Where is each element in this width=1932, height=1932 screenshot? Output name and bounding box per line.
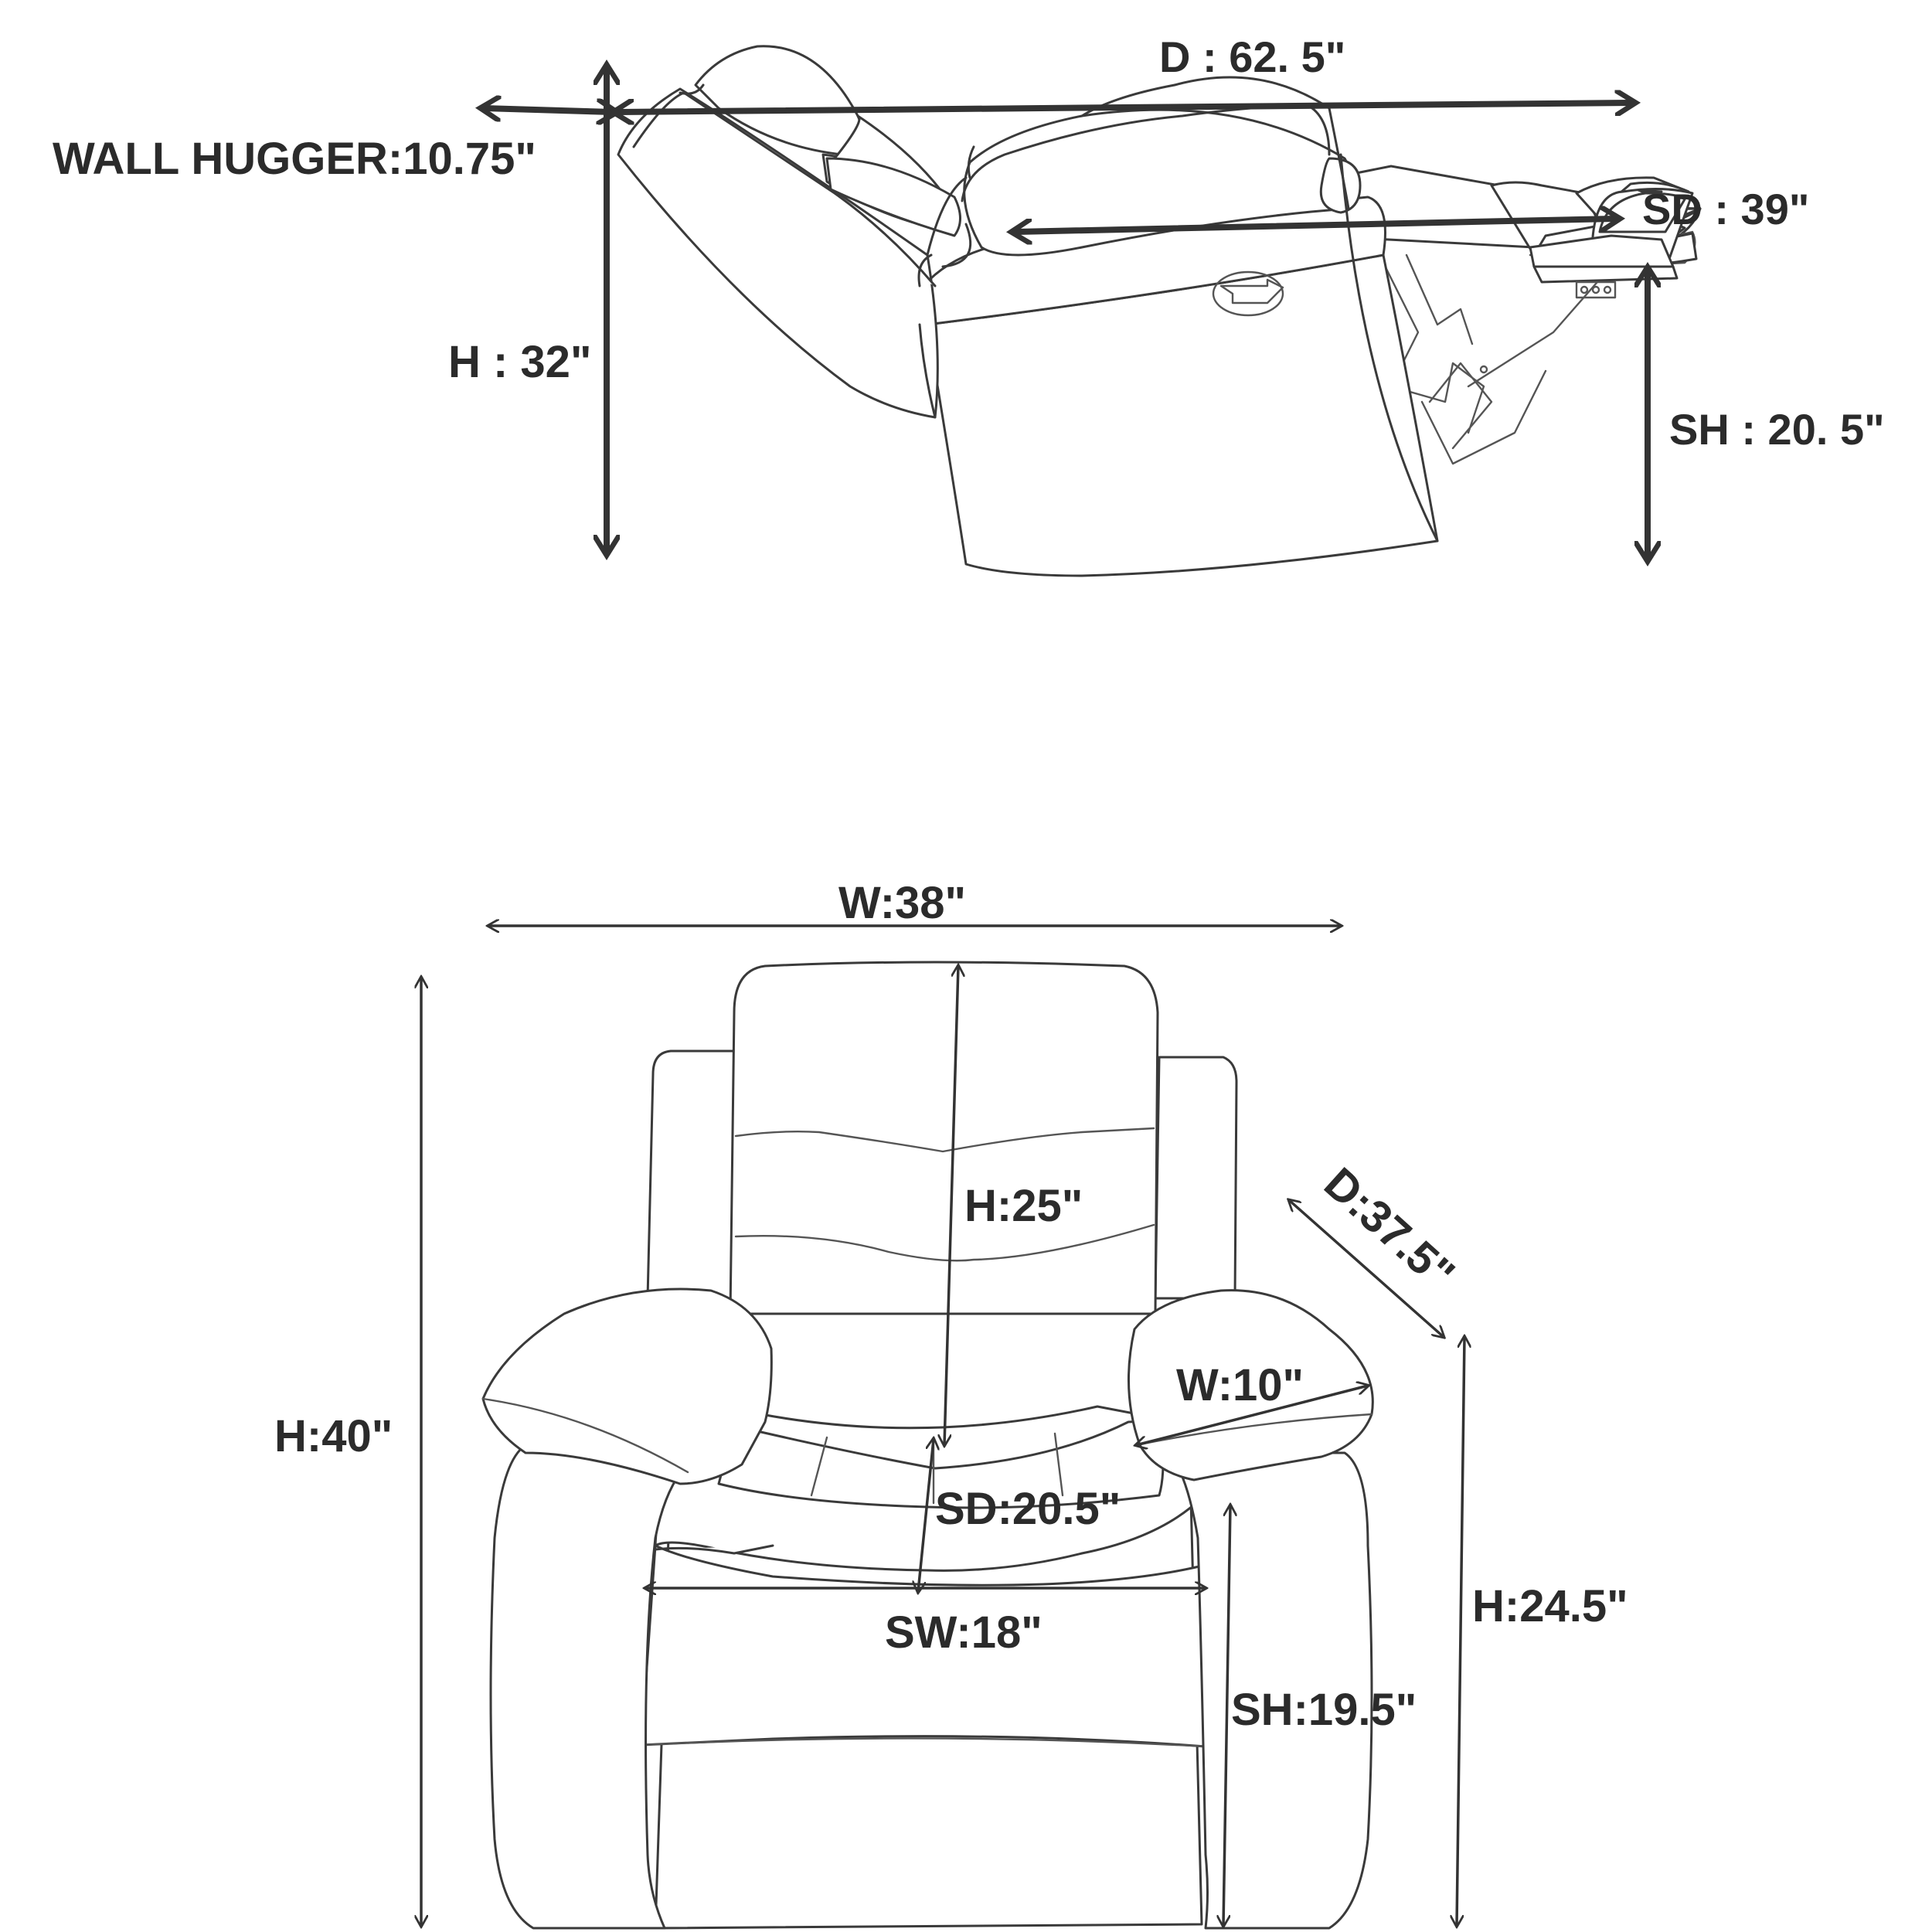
side-view-dimension-arrows: [485, 70, 1648, 556]
front-depth-label: D:37.5": [1315, 1158, 1464, 1299]
side-height-label: H : 32": [448, 337, 591, 387]
front-height-label: H:40": [274, 1411, 393, 1461]
front-seat-depth-arrow: [918, 1439, 934, 1592]
seat-height-label: SH:19.5": [1231, 1685, 1417, 1735]
front-seat-depth-label: SD:20.5": [935, 1484, 1121, 1534]
front-left-arm: [489, 1444, 685, 1930]
back-height-label: H:25": [964, 1181, 1083, 1231]
side-seat-depth-label: SD : 39": [1642, 185, 1809, 233]
side-seat-depth-arrow: [1016, 219, 1615, 232]
side-depth-label: D : 62. 5": [1159, 32, 1345, 81]
arm-height-arrow: [1457, 1337, 1464, 1926]
release-handle-icon: [1212, 270, 1284, 317]
front-width-label: W:38": [838, 878, 966, 928]
side-view-recliner: [617, 45, 1702, 577]
front-view-dimension-arrows: [421, 926, 1464, 1926]
front-left-armrest: [481, 1287, 773, 1485]
seat-height-arrow: [1223, 1505, 1230, 1926]
wall-hugger-arrow: [485, 108, 612, 112]
side-depth-arrow: [618, 103, 1631, 112]
side-seat-height-label: SH : 20. 5": [1669, 405, 1885, 454]
front-back-frame: [646, 1049, 740, 1300]
seat-width-label: SW:18": [885, 1607, 1043, 1658]
arm-width-arrow: [1136, 1386, 1368, 1445]
wall-hugger-label: WALL HUGGER:10.75": [53, 134, 536, 184]
front-view-recliner: [481, 961, 1374, 1930]
front-depth-arrow: [1289, 1200, 1444, 1337]
arm-height-label: H:24.5": [1472, 1581, 1628, 1631]
back-height-arrow: [944, 966, 958, 1445]
arm-width-label: W:10": [1176, 1360, 1304, 1410]
